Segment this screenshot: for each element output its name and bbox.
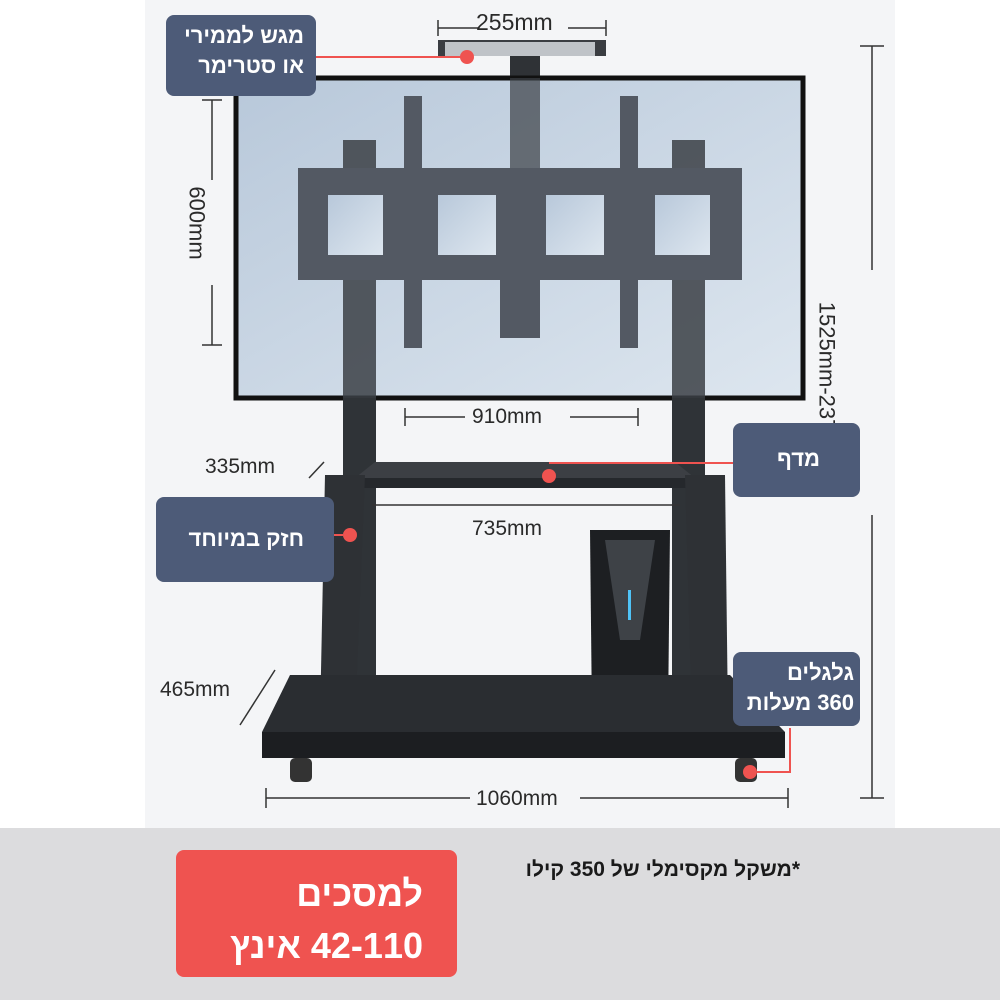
tray-width-dimension: 255mm: [476, 9, 553, 35]
wheels-callout-line1: גלגלים: [787, 660, 854, 685]
tray-callout-line1: מגש לממירי: [184, 23, 304, 48]
base: [262, 675, 791, 782]
vesa-width-dimension: 910mm: [472, 405, 543, 428]
shelf-callout: מדף: [733, 423, 860, 497]
base-depth-dimension: 465mm: [160, 678, 231, 701]
vesa-bracket: [298, 96, 742, 348]
wheels-callout-line2: 360 מעלות: [746, 690, 854, 715]
screen-size-line2: 42-110 אינץ: [230, 925, 423, 966]
shelf-depth-dimension: 335mm: [205, 455, 276, 478]
dimension-lines: [202, 20, 884, 808]
strong-callout: חזק במיוחד: [156, 497, 334, 582]
vesa-height-dimension: 600mm: [184, 186, 210, 260]
shelf: [355, 462, 735, 488]
base-width-dimension: 1060mm: [476, 787, 558, 810]
screen-size-badge: למסכים 42-110 אינץ: [176, 850, 457, 977]
max-load-note: *משקל מקסימלי של 350 קילו: [525, 858, 800, 881]
shelf-width-dimension: 735mm: [472, 517, 543, 540]
wheels-callout: גלגלים 360 מעלות: [733, 652, 860, 726]
pc-tower: [590, 530, 670, 718]
footer-band: [0, 828, 1000, 1000]
tv-stand-illustration: [202, 20, 884, 808]
tray-callout-line2: או סטרימר: [198, 53, 304, 78]
tray-callout: מגש לממירי או סטרימר: [166, 15, 316, 96]
screen-size-line1: למסכים: [296, 873, 423, 914]
